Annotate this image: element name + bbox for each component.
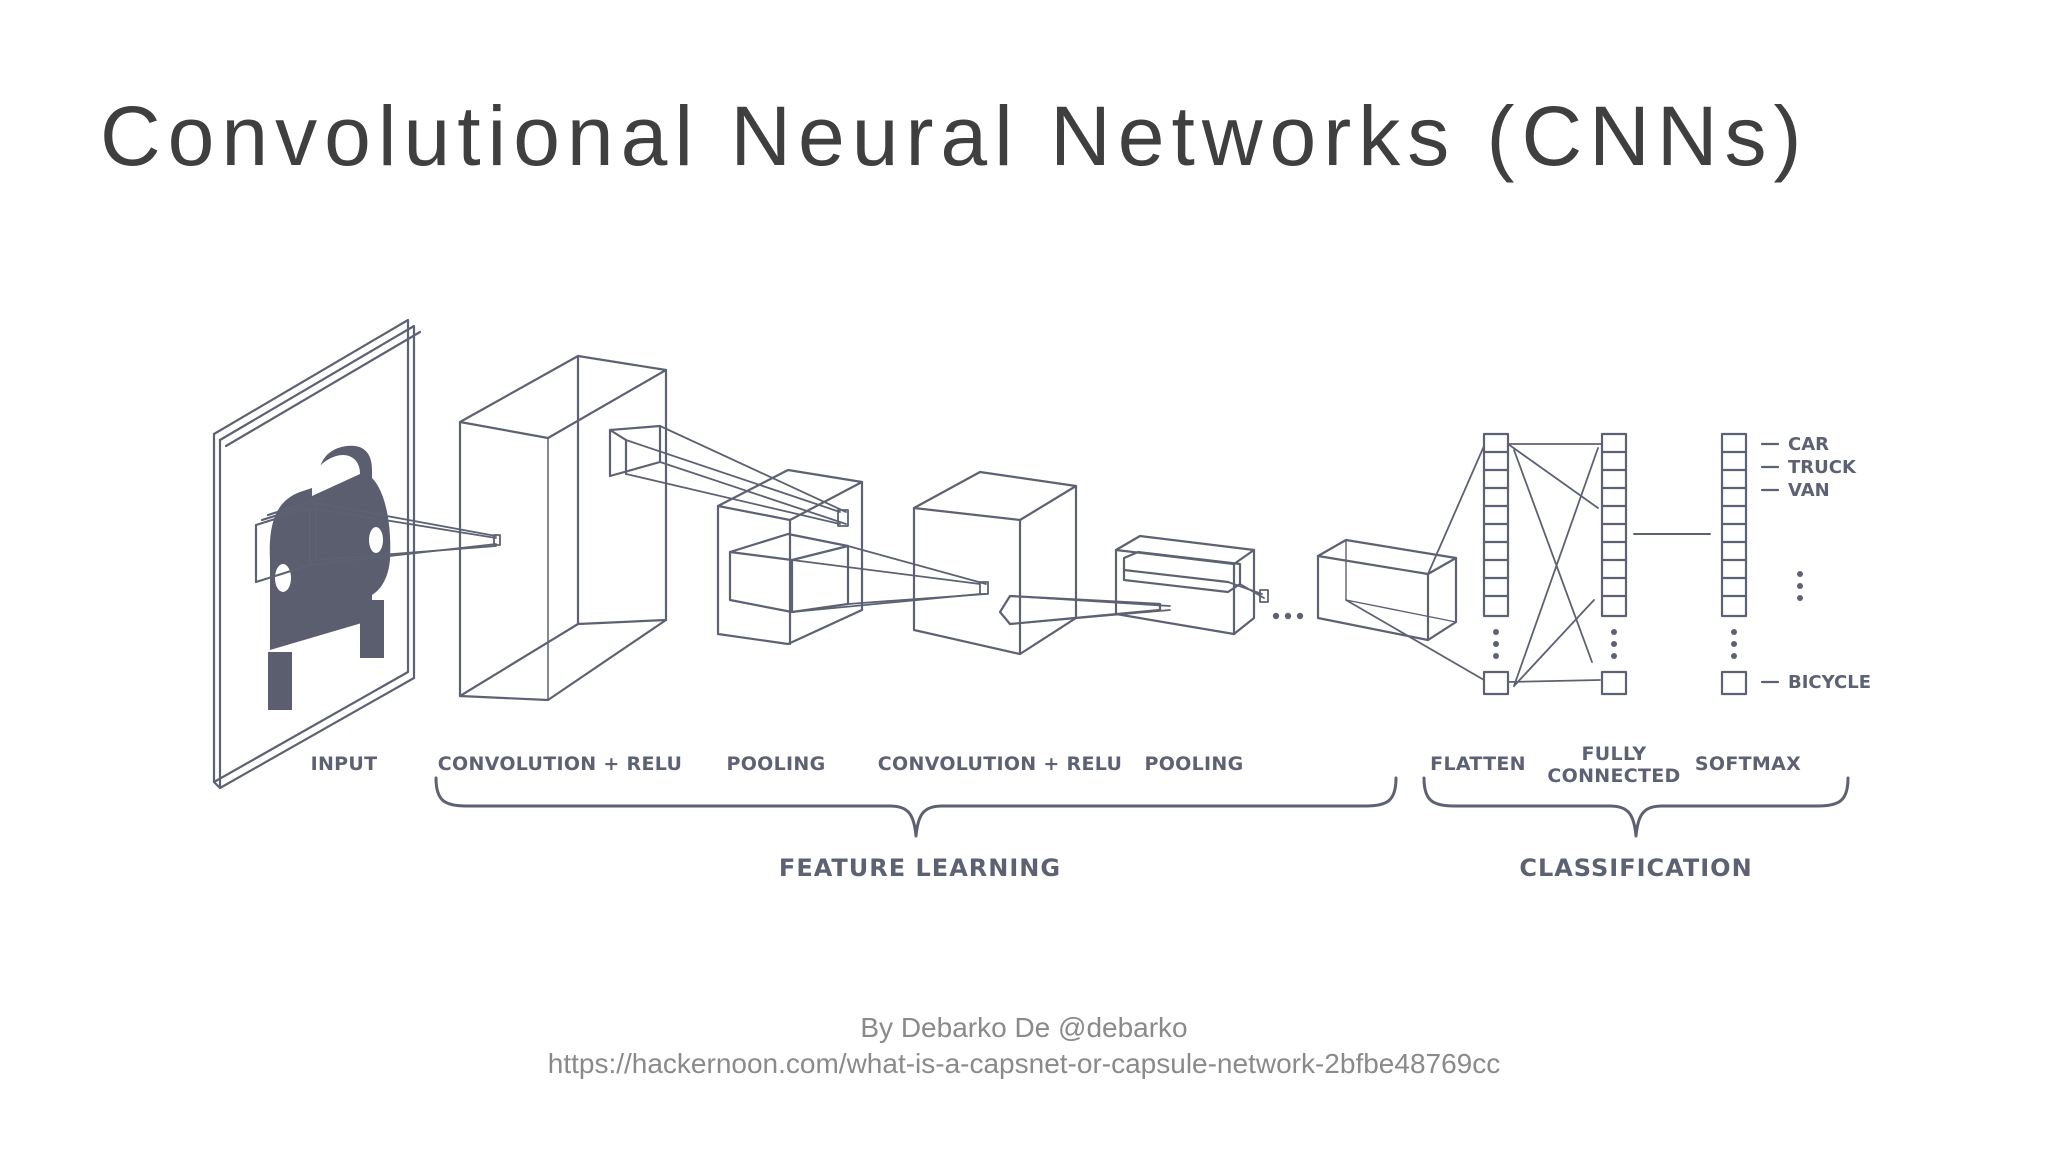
class-label-van: VAN xyxy=(1788,480,1830,501)
car-icon xyxy=(268,445,391,710)
stage-label-fc-line1: FULLY xyxy=(1582,743,1647,765)
pool2-volume xyxy=(1114,534,1256,636)
class-label-bicycle: BICYCLE xyxy=(1788,672,1871,693)
group-label-feature-learning: FEATURE LEARNING xyxy=(779,854,1061,882)
stage-label-fc-line2: CONNECTED xyxy=(1547,765,1680,787)
class-label-truck: TRUCK xyxy=(1788,457,1857,478)
feature-learning-brace xyxy=(434,776,1398,838)
receptive-field-lines xyxy=(309,502,501,566)
softmax-column xyxy=(1720,432,1748,696)
fc-connections xyxy=(1507,443,1603,687)
ellipsis-dots xyxy=(1272,612,1304,620)
stage-label-input: INPUT xyxy=(311,753,378,775)
group-label-classification: CLASSIFICATION xyxy=(1519,854,1752,882)
stage-label-softmax: SOFTMAX xyxy=(1695,753,1801,775)
class-label-car: CAR xyxy=(1788,434,1829,455)
stage-label-pool1: POOLING xyxy=(726,753,825,775)
input-image xyxy=(212,318,422,790)
slide-title: Convolutional Neural Networks (CNNs) xyxy=(100,89,1809,183)
conv1-volume xyxy=(458,354,668,702)
classification-brace xyxy=(1422,776,1850,838)
pool1-volume xyxy=(716,468,864,646)
fc-column xyxy=(1600,432,1628,696)
stage-label-conv1: CONVOLUTION + RELU xyxy=(438,753,682,775)
stage-label-flatten: FLATTEN xyxy=(1430,753,1526,775)
stage-label-conv2: CONVOLUTION + RELU xyxy=(878,753,1122,775)
stage-label-pool2: POOLING xyxy=(1144,753,1243,775)
flatten-column xyxy=(1482,432,1510,696)
credit-author: By Debarko De @debarko xyxy=(860,1012,1188,1043)
credit-url: https://hackernoon.com/what-is-a-capsnet… xyxy=(547,1048,1501,1079)
final-volume xyxy=(1316,538,1458,642)
